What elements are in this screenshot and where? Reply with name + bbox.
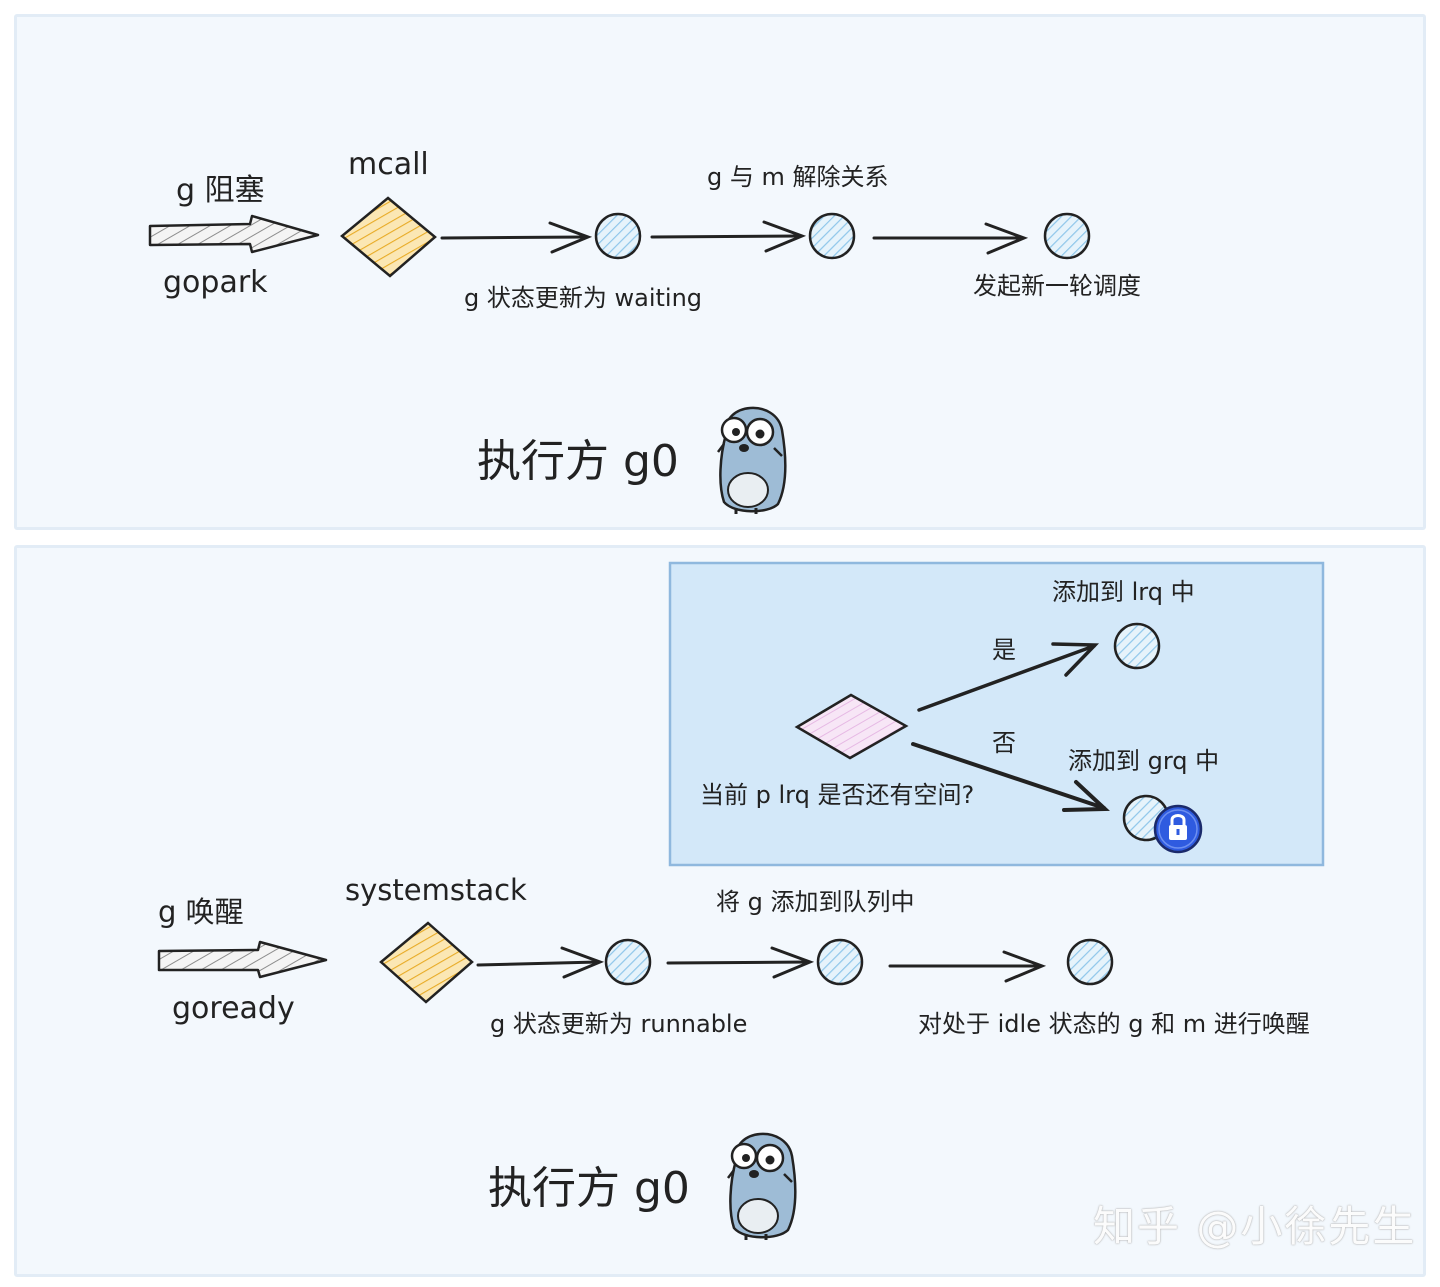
bottom-step1-label: g 状态更新为 runnable xyxy=(490,1010,748,1038)
top-step3-label: 发起新一轮调度 xyxy=(973,272,1141,300)
bottom-switch-label: systemstack xyxy=(345,873,527,907)
decision-diamond xyxy=(794,693,909,760)
lock-icon xyxy=(1153,804,1203,854)
top-state-node-2 xyxy=(808,212,856,260)
top-step1-label: g 状态更新为 waiting xyxy=(464,284,703,312)
top-arrow-1 xyxy=(440,221,593,254)
top-executor-label: 执行方 g0 xyxy=(477,436,679,487)
bottom-state-node-1 xyxy=(604,938,652,986)
top-panel xyxy=(14,14,1426,530)
gopher-icon xyxy=(727,1132,797,1240)
top-switch-label: mcall xyxy=(348,147,429,182)
bottom-step3-label: 对处于 idle 状态的 g 和 m 进行唤醒 xyxy=(918,1010,1310,1038)
bottom-arrow-3 xyxy=(888,950,1047,983)
no-target-label: 添加到 grq 中 xyxy=(1068,747,1220,775)
bottom-trigger-label: g 唤醒 xyxy=(158,895,244,929)
top-mcall-diamond xyxy=(340,196,437,278)
lrq-node xyxy=(1113,622,1161,670)
bottom-executor-label: 执行方 g0 xyxy=(488,1163,690,1214)
top-state-node-1 xyxy=(594,212,642,260)
yes-label: 是 xyxy=(992,636,1016,664)
top-arrow-2 xyxy=(650,220,807,253)
top-state-node-3 xyxy=(1043,212,1091,260)
no-label: 否 xyxy=(992,729,1016,757)
top-step2-label: g 与 m 解除关系 xyxy=(707,163,889,191)
top-trigger-label: g 阻塞 xyxy=(176,173,265,208)
yes-target-label: 添加到 lrq 中 xyxy=(1052,578,1195,606)
bottom-state-node-3 xyxy=(1066,938,1114,986)
bottom-step2-label: 将 g 添加到队列中 xyxy=(716,888,915,916)
top-entry-arrow xyxy=(148,214,320,254)
top-arrow-3 xyxy=(872,222,1029,255)
yes-arrow xyxy=(917,642,1100,712)
no-arrow xyxy=(911,742,1110,812)
top-trigger-func: gopark xyxy=(163,265,268,300)
bottom-entry-arrow xyxy=(157,940,328,979)
decision-question: 当前 p lrq 是否还有空间? xyxy=(700,781,975,809)
bottom-arrow-1 xyxy=(476,946,605,979)
bottom-arrow-2 xyxy=(666,946,815,979)
decision-box xyxy=(668,561,1325,867)
watermark: 知乎 @小徐先生 xyxy=(1093,1202,1417,1251)
bottom-trigger-func: goready xyxy=(172,991,295,1026)
bottom-systemstack-diamond xyxy=(379,921,474,1004)
bottom-state-node-2 xyxy=(816,938,864,986)
gopher-icon xyxy=(717,406,787,514)
